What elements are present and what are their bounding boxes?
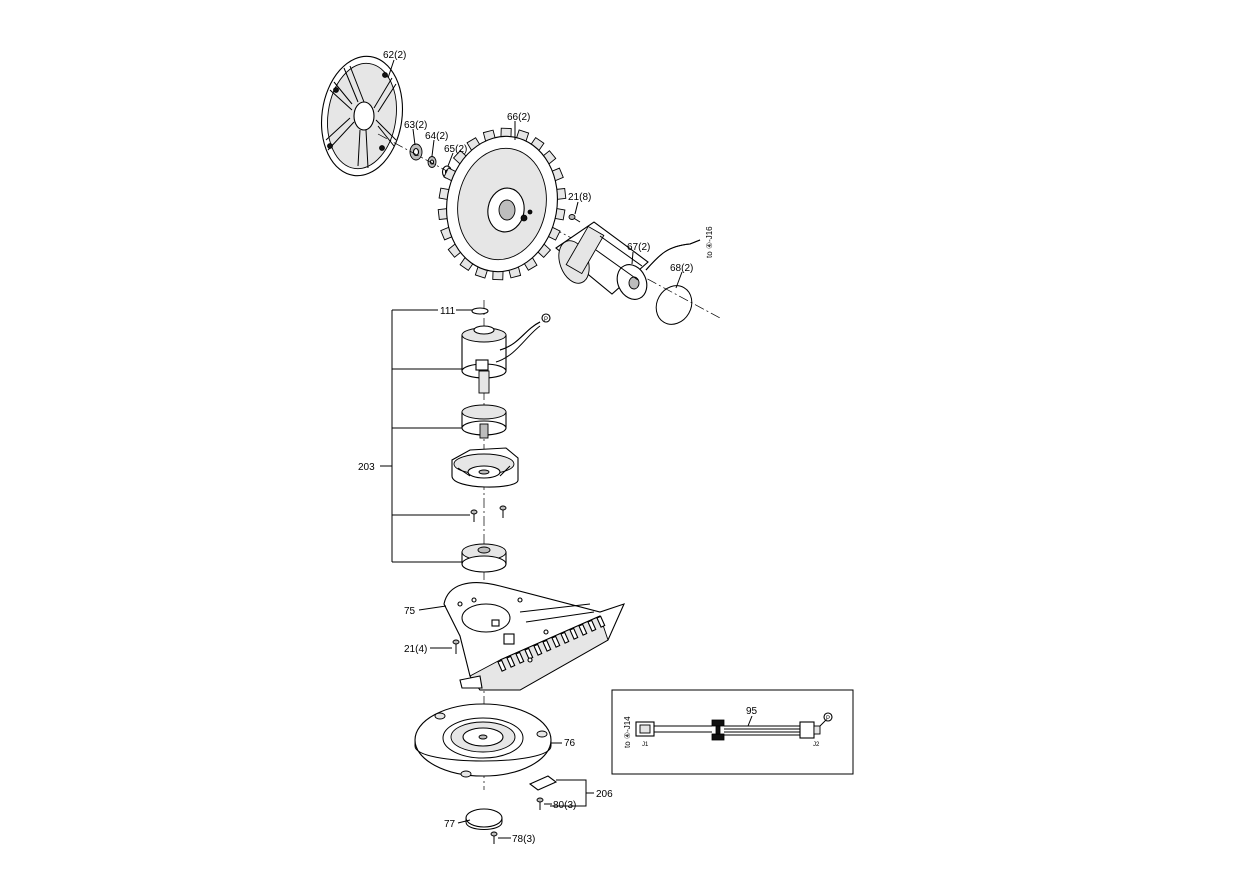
callout-66: 66(2) bbox=[507, 112, 530, 123]
retaining-ring bbox=[471, 307, 489, 315]
wheel-motor bbox=[555, 221, 701, 300]
connector-ref-j16: to ④-J16 bbox=[705, 226, 714, 258]
center-cap bbox=[465, 808, 503, 830]
callout-68: 68(2) bbox=[670, 263, 693, 274]
chassis-plate bbox=[443, 582, 626, 691]
callout-63: 63(2) bbox=[404, 120, 427, 131]
assembly-bracket-203 bbox=[380, 309, 470, 563]
motor-screw bbox=[568, 214, 581, 223]
blade-hub bbox=[461, 543, 507, 573]
callout-67: 67(2) bbox=[627, 242, 650, 253]
connector-label-j2: J2 bbox=[813, 742, 820, 748]
blade-motor bbox=[461, 321, 541, 394]
cable-inset-box: to ④-J14 J1 J2 P 95 bbox=[611, 689, 854, 775]
callout-65: 65(2) bbox=[444, 144, 467, 155]
chassis-tooth bbox=[497, 659, 507, 672]
blade-screw bbox=[536, 797, 544, 810]
callout-21-lower: 21(4) bbox=[404, 644, 427, 655]
motor-sleeve bbox=[461, 404, 507, 439]
motor-o-ring bbox=[655, 285, 693, 325]
blade-disc bbox=[414, 703, 552, 778]
drive-wheel bbox=[437, 127, 567, 281]
connector-p-marker: P bbox=[541, 313, 551, 323]
callout-78: 78(3) bbox=[512, 834, 535, 845]
chassis-tooth bbox=[551, 635, 561, 648]
svg-text:P: P bbox=[544, 317, 548, 323]
chassis-tooth bbox=[515, 651, 525, 664]
callout-62: 62(2) bbox=[383, 50, 406, 61]
callout-64: 64(2) bbox=[425, 131, 448, 142]
leader-lines bbox=[387, 59, 683, 839]
motor-housing bbox=[451, 447, 519, 488]
chassis-tooth bbox=[506, 655, 516, 668]
chassis-tooth bbox=[560, 631, 570, 644]
chassis-tooth bbox=[569, 627, 579, 640]
chassis-tooth bbox=[533, 643, 543, 656]
housing-screws bbox=[470, 505, 507, 522]
chassis-tooth bbox=[578, 623, 588, 636]
callout-77: 77 bbox=[444, 819, 456, 830]
chassis-screw bbox=[452, 639, 460, 654]
callout-21-upper: 21(8) bbox=[568, 192, 591, 203]
chassis-tooth bbox=[587, 619, 597, 632]
blade-tab bbox=[528, 775, 558, 791]
callout-206: 206 bbox=[596, 789, 613, 800]
callout-203: 203 bbox=[358, 462, 375, 473]
chassis-tooth bbox=[542, 639, 552, 652]
assembly-bracket-206 bbox=[550, 779, 594, 807]
connector-ref-j14: to ④-J14 bbox=[623, 716, 632, 748]
callout-95: 95 bbox=[746, 706, 758, 717]
wheel-hub-cover bbox=[320, 55, 404, 177]
connector-p-marker-inset: P bbox=[826, 716, 830, 722]
connector-label-j1: J1 bbox=[642, 742, 649, 748]
cap-screw bbox=[490, 831, 498, 844]
callout-76: 76 bbox=[564, 738, 576, 749]
chassis-tooth bbox=[596, 615, 606, 628]
callout-111: 111 bbox=[440, 306, 456, 317]
callout-80: 80(3) bbox=[553, 800, 576, 811]
callout-75: 75 bbox=[404, 606, 416, 617]
